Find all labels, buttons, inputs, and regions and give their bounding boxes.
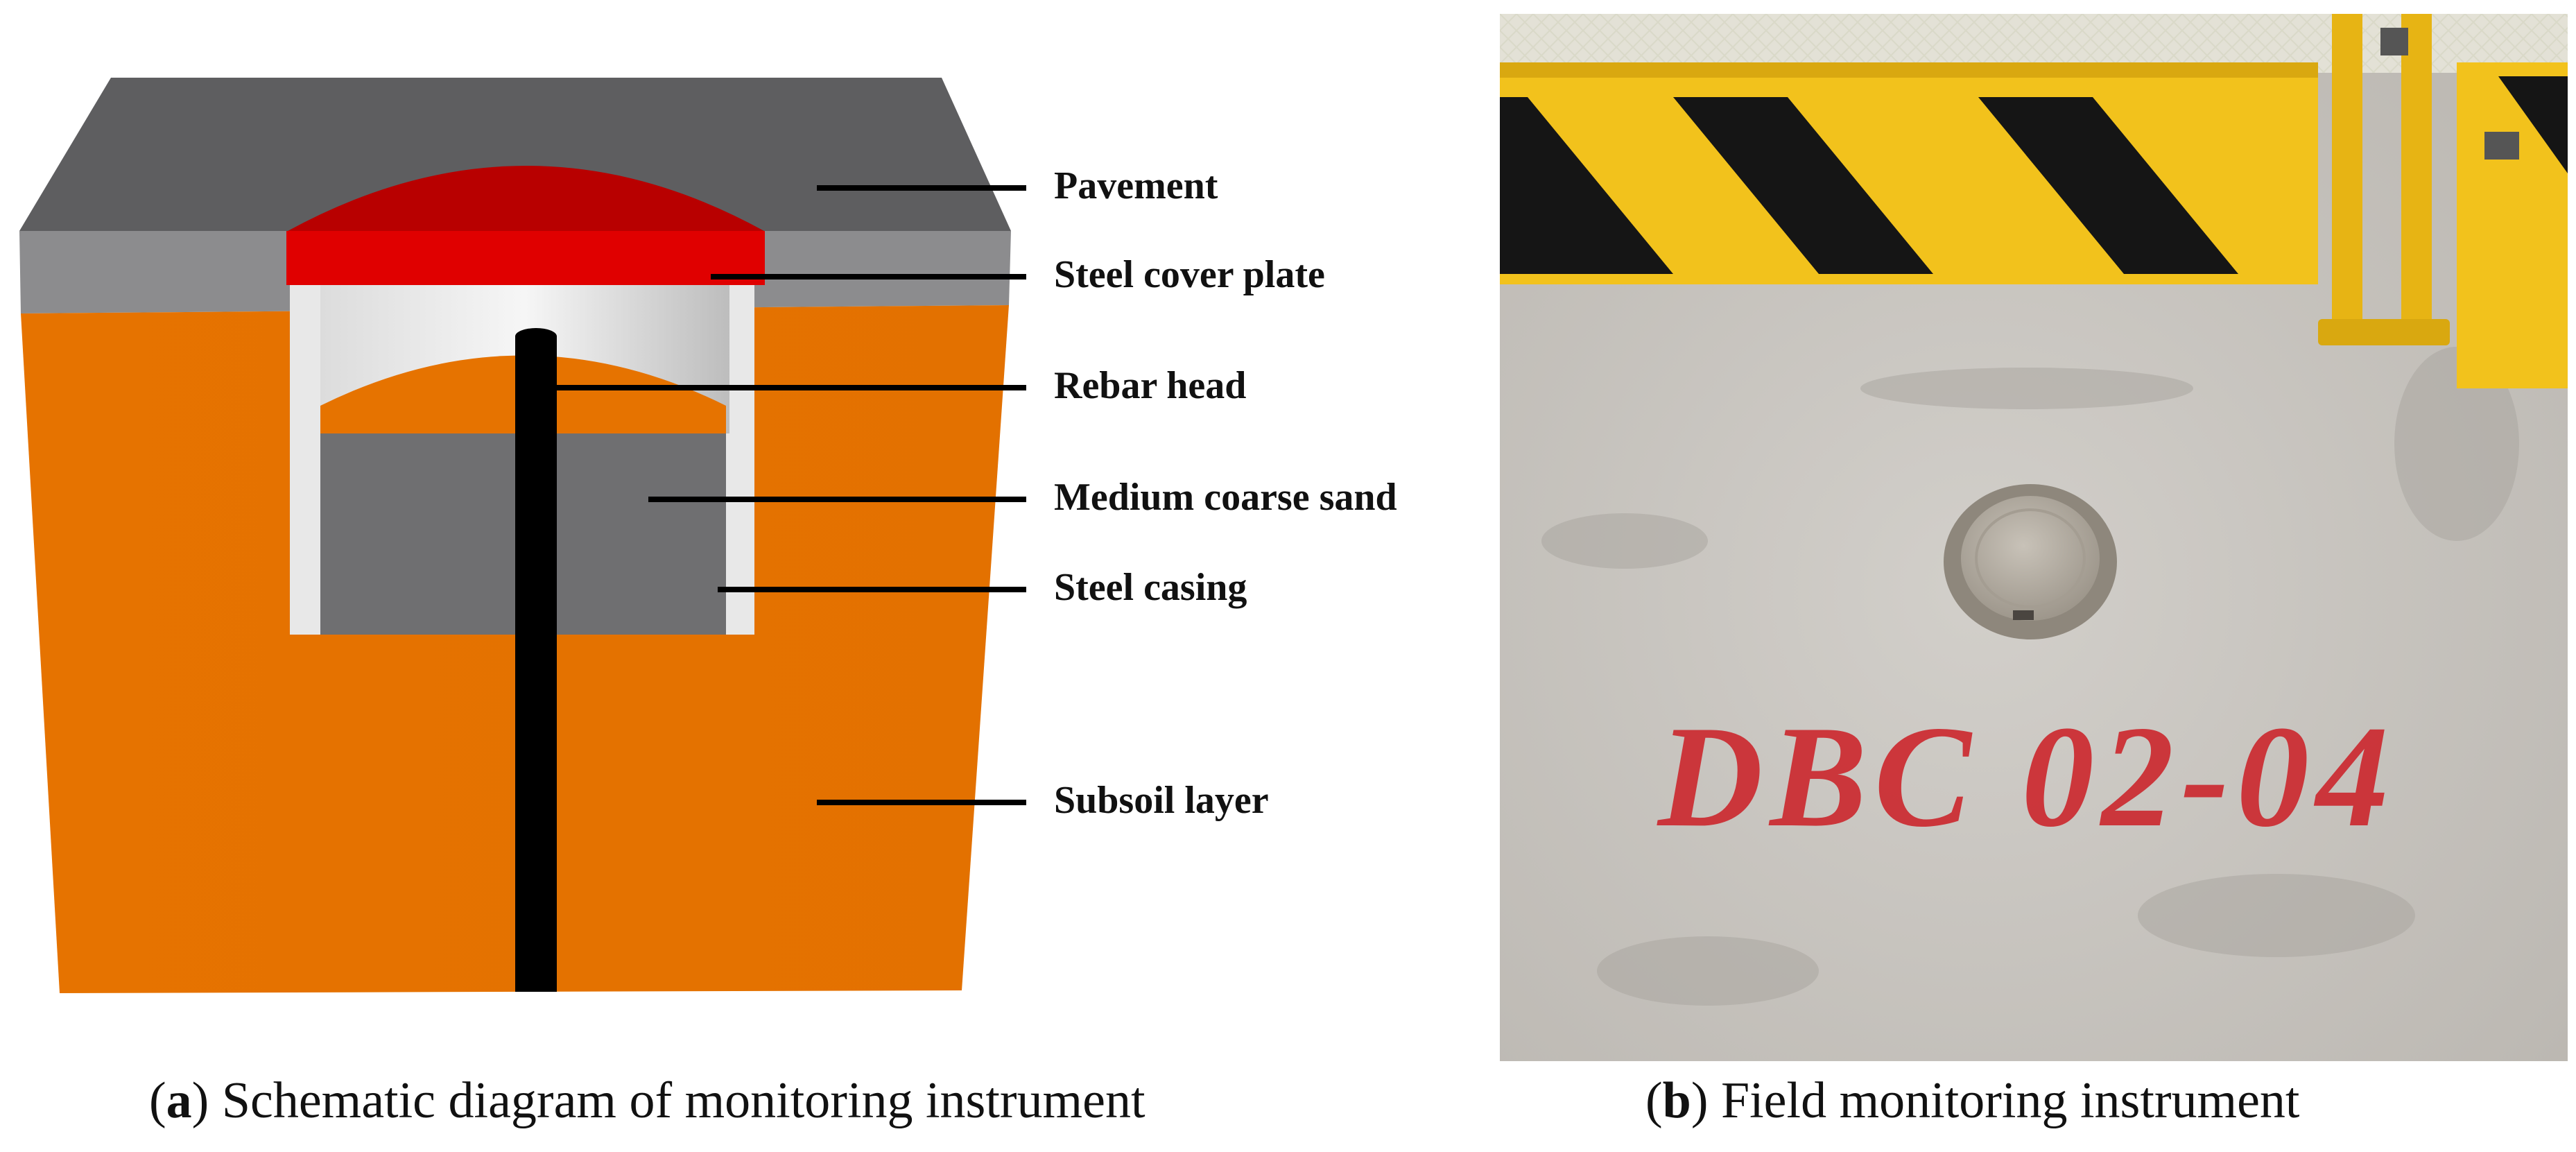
caption-a-letter: a	[166, 1072, 192, 1129]
label-steel-casing: Steel casing	[1054, 566, 1247, 609]
barrier-post-left	[2332, 14, 2362, 340]
label-pavement: Pavement	[1054, 164, 1218, 207]
barrier-stripes	[1500, 97, 2238, 274]
caption-b-text: Field monitoring instrument	[1708, 1072, 2300, 1129]
rebar-head	[515, 328, 557, 345]
schematic-diagram: Pavement Steel cover plate Rebar head Me…	[19, 78, 1397, 993]
barrier-post-right	[2401, 14, 2432, 340]
steel-cover-plate-band	[286, 231, 765, 285]
monument-lid	[1961, 496, 2100, 621]
barrier-foot	[2318, 319, 2450, 345]
ground-stains	[1541, 347, 2519, 1006]
pavement-top-face	[19, 78, 1011, 231]
caption-b: (b) Field monitoring instrument	[1645, 1072, 2300, 1129]
label-subsoil-layer: Subsoil layer	[1054, 779, 1269, 822]
rebar-rod	[515, 336, 557, 992]
leader-lines	[557, 185, 1026, 805]
painted-marking: DBC 02-04	[1657, 696, 2396, 857]
label-rebar-head: Rebar head	[1054, 364, 1246, 407]
caption-a: (a) Schematic diagram of monitoring inst…	[149, 1072, 1146, 1129]
caption-b-letter: b	[1662, 1072, 1691, 1129]
subsoil-body	[21, 305, 1009, 993]
steel-cover-plate-dome	[288, 166, 764, 231]
label-medium-coarse-sand: Medium coarse sand	[1054, 476, 1397, 519]
label-steel-cover-plate: Steel cover plate	[1054, 253, 1325, 296]
field-photo: DBC 02-04	[1500, 14, 2568, 1061]
caption-a-text: Schematic diagram of monitoring instrume…	[209, 1072, 1146, 1129]
